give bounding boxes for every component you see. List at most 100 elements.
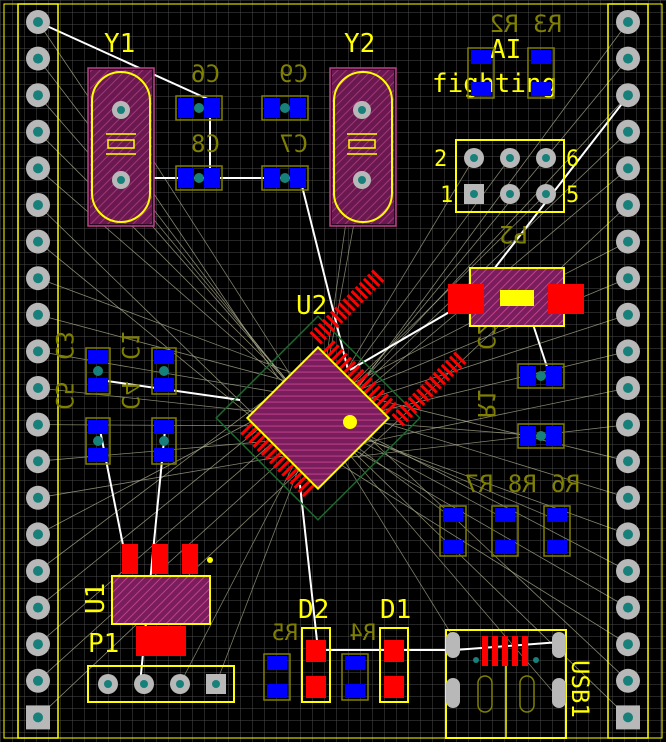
- ratsnest-line: [37, 413, 307, 645]
- left-pin-header: [17, 3, 59, 739]
- header-pin-hole: [623, 273, 633, 284]
- u2-pin: [273, 455, 287, 469]
- u2-pin: [448, 355, 463, 370]
- ratsnest-line: [37, 131, 321, 415]
- u2-pin: [407, 396, 422, 411]
- u2-pin: [367, 385, 381, 399]
- u2-pin: [289, 471, 303, 485]
- header-pin-hole: [33, 383, 43, 393]
- resistor-r3[interactable]: [467, 47, 495, 99]
- label-r1: R1: [472, 389, 500, 418]
- u2-pin: [321, 318, 336, 333]
- u2-pin: [355, 373, 369, 387]
- pin-label-1: 1: [440, 183, 453, 208]
- u2-pin: [383, 401, 398, 416]
- component-power-switch[interactable]: [448, 267, 584, 327]
- u2-pin: [399, 404, 414, 419]
- u2-pin: [391, 413, 405, 427]
- header-pin-hole: [33, 90, 43, 101]
- u2-pin: [268, 450, 283, 465]
- cap-c3[interactable]: [85, 347, 111, 395]
- u2-pin: [301, 483, 316, 498]
- crystal-y1[interactable]: [87, 67, 155, 227]
- resistor-r4[interactable]: [341, 653, 369, 701]
- resistor-r6[interactable]: [439, 505, 467, 557]
- header-pin-hole: [623, 456, 633, 467]
- cap-c2[interactable]: [517, 363, 565, 389]
- u2-pin: [436, 367, 451, 382]
- u2-pin: [453, 351, 467, 365]
- ratsnest-line: [357, 21, 629, 389]
- header-pin-hole: [623, 639, 633, 650]
- u2-pin: [330, 310, 344, 324]
- led-d1[interactable]: [379, 627, 409, 703]
- u2-pin: [264, 446, 279, 461]
- header-pin-hole: [33, 346, 43, 357]
- resistor-r1[interactable]: [517, 423, 565, 449]
- label-d2: D2: [298, 595, 329, 625]
- usb-connector-usb1[interactable]: [445, 629, 567, 739]
- connector-p1[interactable]: [87, 665, 235, 703]
- header-pin-hole: [33, 675, 43, 686]
- u2-pin: [424, 380, 438, 394]
- label-c4: C4: [116, 381, 144, 410]
- u2-pin: [285, 467, 299, 481]
- u2-pin: [248, 430, 262, 444]
- header-pin-hole: [33, 309, 43, 320]
- label-r6-r8-r7: R6 R8 R7: [464, 470, 580, 498]
- cap-c9[interactable]: [261, 95, 309, 121]
- u2-pin: [354, 285, 369, 300]
- chip-u2[interactable]: [215, 265, 471, 521]
- u2-pin: [334, 306, 348, 320]
- cap-c4[interactable]: [151, 417, 177, 465]
- pin-label-2: 2: [434, 147, 447, 172]
- label-c5: C5: [50, 381, 78, 410]
- u2-pin: [366, 273, 381, 288]
- header-pin-hole: [623, 712, 633, 723]
- regulator-u1[interactable]: [111, 544, 213, 656]
- u2-pin: [444, 359, 459, 374]
- ratsnest-line: [329, 457, 629, 645]
- crystal-y2[interactable]: [329, 67, 397, 227]
- led-d2[interactable]: [301, 627, 331, 703]
- resistor-r8[interactable]: [491, 505, 519, 557]
- header-pin-hole: [623, 163, 633, 174]
- u2-pin: [412, 392, 426, 406]
- header-pin-hole: [623, 126, 633, 137]
- header-pin-hole: [33, 712, 43, 723]
- u2-pin: [325, 314, 340, 329]
- cap-c8[interactable]: [175, 165, 223, 191]
- u2-pin: [375, 393, 389, 407]
- u2-pin: [358, 281, 373, 296]
- cap-c7[interactable]: [261, 165, 309, 191]
- cap-c5[interactable]: [85, 417, 111, 465]
- label-c9: C9: [279, 60, 308, 88]
- u2-pin: [322, 340, 336, 354]
- u2-pin: [350, 290, 364, 304]
- u2-pin: [338, 356, 353, 371]
- resistor-r2[interactable]: [527, 47, 555, 99]
- connector-p2[interactable]: [455, 139, 565, 213]
- header-pin-hole: [623, 200, 633, 210]
- u2-pin: [346, 294, 360, 308]
- header-pin-hole: [623, 529, 633, 540]
- u2-pin: [317, 322, 332, 337]
- ratsnest-line: [329, 94, 629, 417]
- u2-pin: [346, 364, 361, 379]
- u2-pin: [297, 479, 312, 494]
- header-pin-hole: [623, 309, 633, 320]
- label-u1: U1: [81, 583, 111, 614]
- header-pin-hole: [33, 17, 43, 27]
- resistor-r7[interactable]: [543, 505, 571, 557]
- u2-pin: [281, 463, 295, 477]
- u2-pin: [240, 422, 254, 436]
- header-pin-hole: [623, 236, 633, 247]
- u2-pin: [371, 389, 385, 403]
- ratsnest-line: [317, 193, 547, 419]
- u2-pin: [362, 277, 377, 292]
- cap-c1[interactable]: [151, 347, 177, 395]
- cap-c6[interactable]: [175, 95, 223, 121]
- resistor-r5[interactable]: [263, 653, 291, 701]
- label-usb1: USB1: [566, 660, 594, 718]
